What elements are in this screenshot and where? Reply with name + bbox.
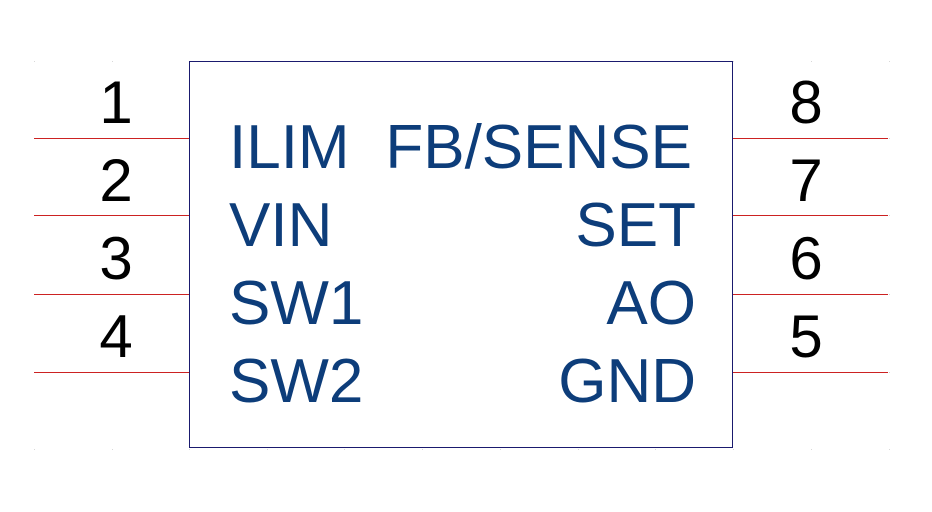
- pin-8-number: 8: [789, 69, 823, 136]
- pin-5-label: GND: [558, 347, 696, 416]
- pin-2-number: 2: [99, 147, 133, 214]
- pin-2-line: [34, 215, 189, 216]
- grid-dot: [34, 61, 35, 62]
- grid-dot: [733, 449, 734, 450]
- pin-4-label: SW2: [229, 347, 364, 416]
- grid-dot: [889, 372, 890, 373]
- pin-1-line: [34, 138, 189, 139]
- grid-dot: [889, 138, 890, 139]
- pin-6-number: 6: [789, 225, 823, 292]
- pin-4-line: [34, 372, 189, 373]
- pin-5-line: [733, 372, 888, 373]
- grid-dot: [112, 449, 113, 450]
- pin-5-number: 5: [789, 303, 823, 370]
- pin-6-line: [733, 294, 888, 295]
- pin-3-number: 3: [99, 225, 133, 292]
- pin-8-label: FB/SENSE: [385, 113, 692, 182]
- grid-dot: [655, 449, 656, 450]
- pin-6-label: AO: [606, 269, 696, 338]
- pin-7-label: SET: [575, 191, 696, 260]
- grid-dot: [422, 449, 423, 450]
- pin-8-line: [733, 138, 888, 139]
- grid-dot: [811, 61, 812, 62]
- pin-7-line: [733, 215, 888, 216]
- pin-4-number: 4: [99, 303, 133, 370]
- grid-dot: [889, 449, 890, 450]
- grid-dot: [267, 449, 268, 450]
- grid-dot: [578, 449, 579, 450]
- grid-dot: [811, 449, 812, 450]
- ic-package-body: [189, 61, 733, 448]
- pin-3-line: [34, 294, 189, 295]
- grid-dot: [344, 449, 345, 450]
- grid-dot: [189, 449, 190, 450]
- pin-1-label: ILIM: [229, 113, 350, 182]
- grid-dot: [733, 61, 734, 62]
- pin-1-number: 1: [99, 69, 133, 136]
- pin-2-label: VIN: [229, 191, 333, 260]
- grid-dot: [889, 61, 890, 62]
- grid-dot: [889, 294, 890, 295]
- grid-dot: [889, 215, 890, 216]
- grid-dot: [500, 449, 501, 450]
- grid-dot: [112, 61, 113, 62]
- grid-dot: [34, 449, 35, 450]
- pin-3-label: SW1: [229, 269, 364, 338]
- pin-7-number: 7: [789, 147, 823, 214]
